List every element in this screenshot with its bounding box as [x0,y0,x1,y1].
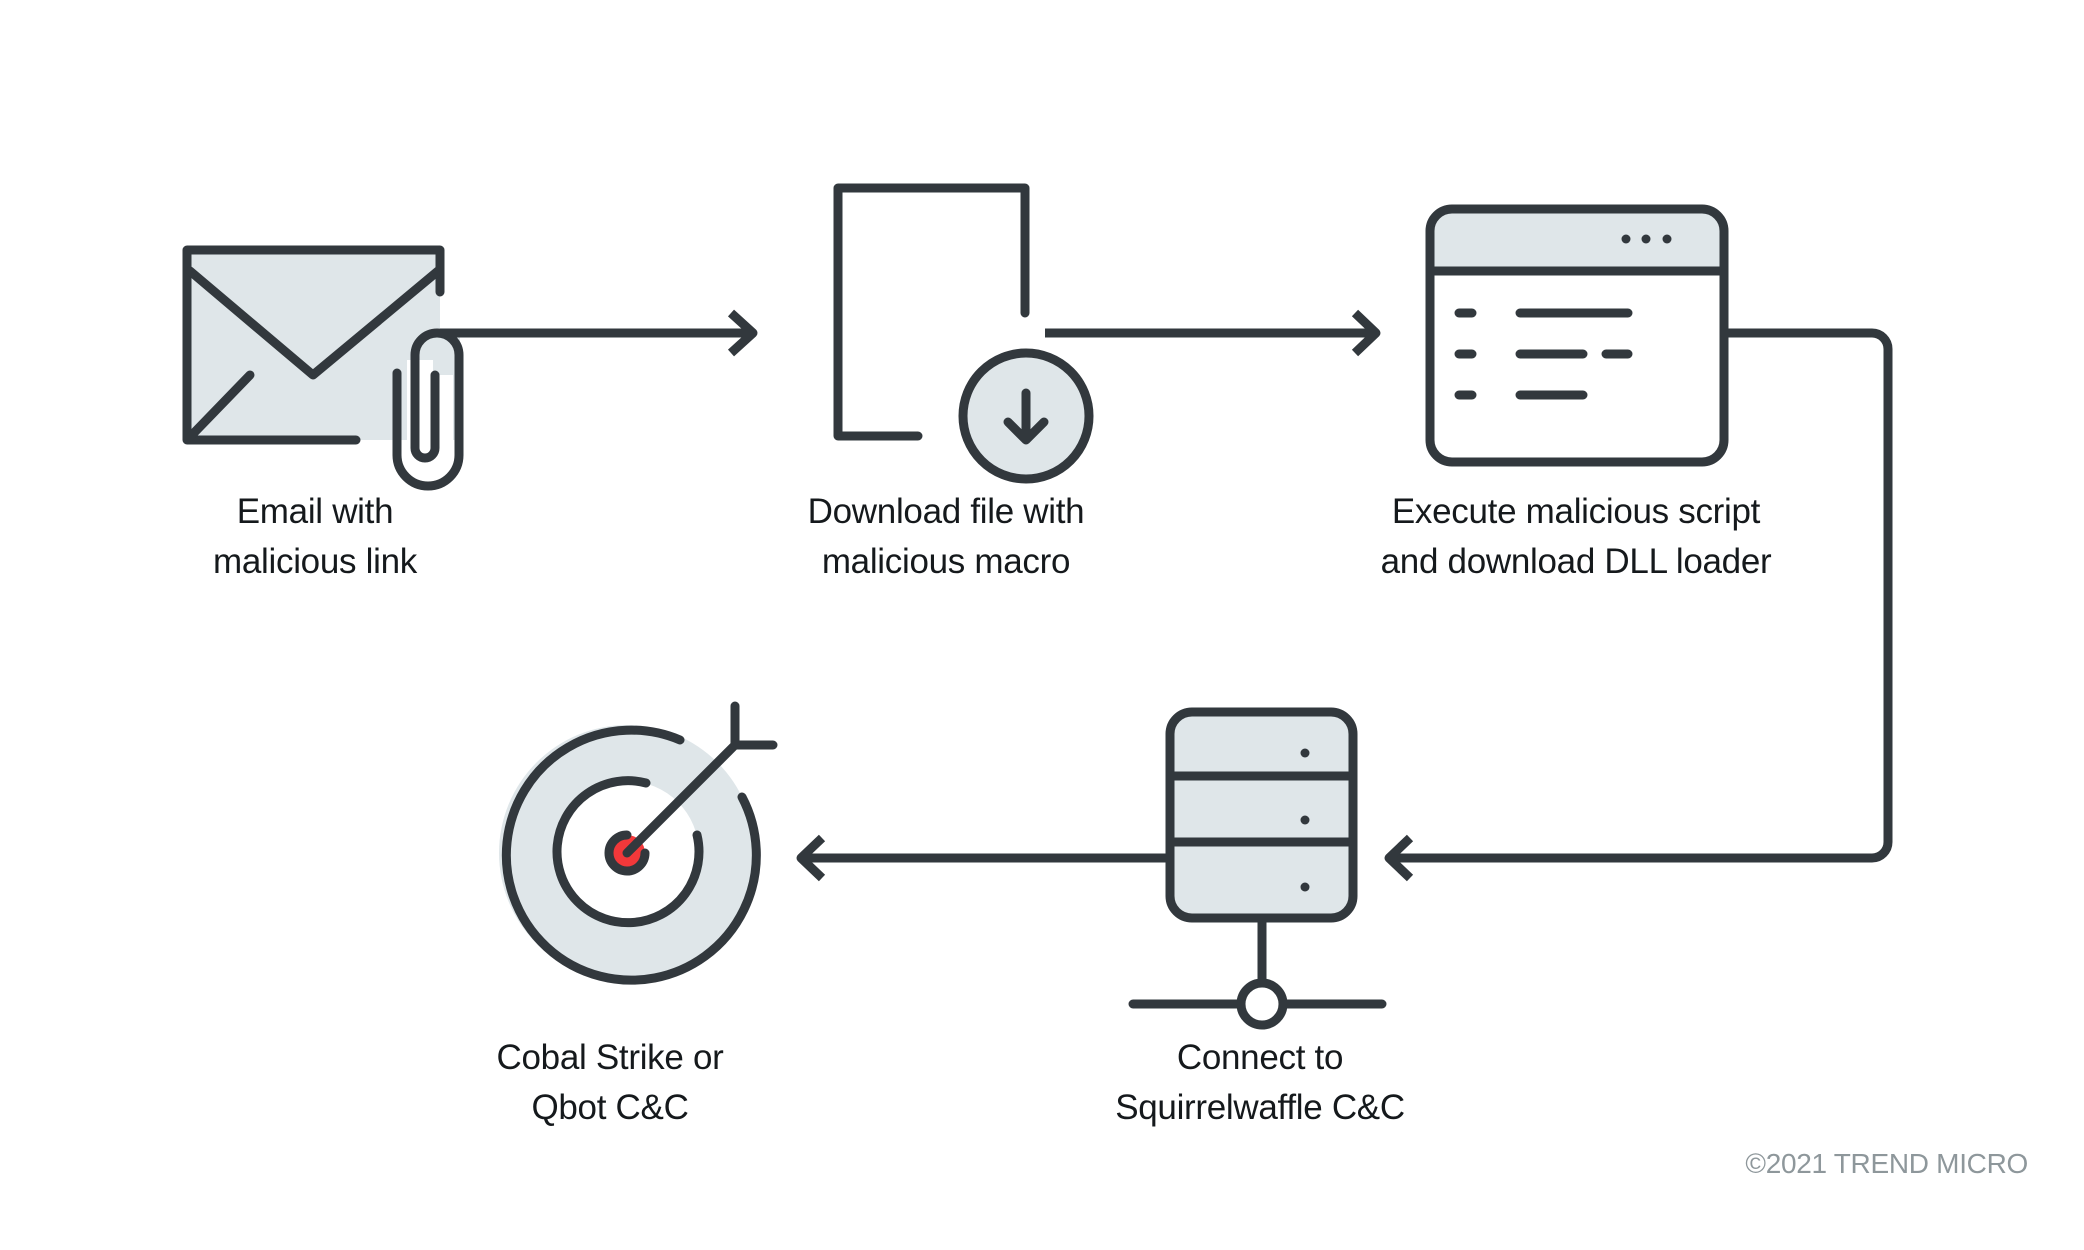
server-led [1300,815,1310,825]
dart-shaft [622,740,740,858]
server-led [1300,882,1310,892]
arrow-execute-to-connect [1384,328,1893,882]
label-line: Email with [236,492,394,531]
label-line: Cobal Strike or [496,1038,724,1077]
download-arrow-icon [1003,388,1049,445]
arrowhead-left-icon [1384,834,1414,882]
label-line: malicious link [213,542,417,581]
step-label-connect: Connect to Squirrelwaffle C&C [1115,1033,1405,1133]
envelope-fill [187,250,460,440]
window-dot [1621,234,1631,244]
target-outer-ring [501,725,761,985]
server-led [1300,748,1310,758]
target-inner-ring [552,776,704,928]
window-titlebar [1432,211,1722,271]
document-outline [833,183,1030,441]
envelope-with-paperclip-icon [182,245,464,493]
dart-fletching [730,701,778,750]
envelope-flap [185,266,443,380]
paperclip-icon [392,328,464,493]
arrowhead-left-icon [796,834,826,882]
target-dart-icon [499,701,778,985]
arrow-email-to-download [440,309,758,357]
network-node [1236,978,1288,1030]
bullseye-ring [604,830,650,876]
step-label-payload: Cobal Strike or Qbot C&C [497,1033,724,1133]
step-label-execute: Execute malicious script and download DL… [1381,487,1772,587]
document-download-icon [833,183,1094,484]
envelope-fold [185,370,255,442]
browser-script-window-icon [1425,204,1729,467]
connector-line [1385,328,1893,863]
label-line: Qbot C&C [531,1088,689,1127]
envelope-outline [182,245,445,445]
server-dividers [1170,771,1353,847]
step-label-download: Download file with malicious macro [808,487,1085,587]
window-dot [1662,234,1672,244]
arrowhead-right-icon [1351,309,1381,357]
label-line: and download DLL loader [1380,542,1772,581]
server-network-icon [1128,707,1387,1030]
window-dot [1641,234,1651,244]
label-line: Execute malicious script [1391,492,1761,531]
label-line: malicious macro [821,542,1071,581]
arrowhead-right-icon [727,309,758,357]
label-line: Connect to [1176,1038,1344,1077]
label-line: Squirrelwaffle C&C [1115,1088,1405,1127]
label-line: Download file with [807,492,1085,531]
server-body [1165,707,1358,923]
step-label-email: Email with malicious link [213,487,417,587]
arrow-download-to-execute [1045,309,1381,357]
paperclip [392,328,464,491]
copyright-notice: ©2021 TREND MICRO [1745,1148,2028,1179]
arrow-connect-to-payload [796,834,1170,882]
